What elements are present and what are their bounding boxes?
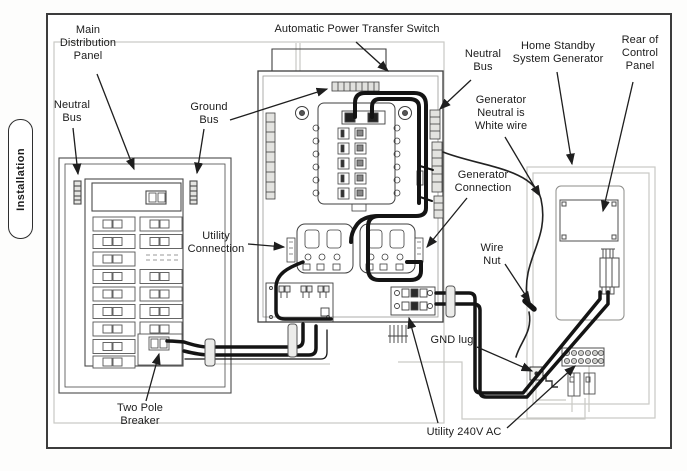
ground-wire-over-top <box>271 48 387 71</box>
generator-breaker <box>599 248 620 295</box>
generator-contactor <box>359 223 424 274</box>
transfer-switch-graphic <box>257 48 444 343</box>
conduit-stub <box>388 325 408 343</box>
switch-left-strip <box>265 112 276 200</box>
ground-symbol <box>545 375 558 388</box>
generator-run-cable-2 <box>434 290 610 399</box>
gnd-lug-arrow <box>476 346 534 372</box>
utility-feed-cable-1 <box>165 322 305 349</box>
callout-arrows <box>72 41 634 429</box>
cable-branch <box>349 214 381 244</box>
switch-neutral-bus-strips <box>416 109 444 219</box>
two-pole-breaker-graphic <box>137 333 183 366</box>
label-rear-of-control-panel: Rear of Control Panel <box>621 34 659 72</box>
utility-contactor <box>286 223 354 274</box>
conduit-couplings <box>204 285 456 367</box>
utility-feed-cable-2 <box>182 324 318 357</box>
installation-side-tab: Installation <box>8 119 33 239</box>
label-neutral-bus-left: Neutral Bus <box>53 99 91 124</box>
main-distribution-panel-arrow <box>96 73 135 171</box>
generator-neutral-arrow <box>504 136 541 198</box>
contactor-bottom-cable <box>274 260 333 321</box>
utility-240v-arrow-generator <box>506 365 576 429</box>
transfer-switch-arrow <box>355 41 389 72</box>
label-generator-neutral-white-wire: Generator Neutral is White wire <box>474 94 528 132</box>
label-utility-240v-ac: Utility 240V AC <box>426 426 502 438</box>
label-neutral-bus-right: Neutral Bus <box>464 48 502 73</box>
load-cable <box>370 97 421 205</box>
label-main-distribution-panel: Main Distribution Panel <box>59 24 117 62</box>
switch-ground-strip <box>331 81 380 92</box>
label-utility-connection: Utility Connection <box>187 230 245 255</box>
installation-side-tab-label: Installation <box>14 147 27 211</box>
wire-nut-arrow <box>504 263 531 304</box>
generator-connection-label-plate <box>414 237 424 263</box>
control-panel-rear <box>559 199 619 242</box>
ground-bus-arrow-switch <box>229 87 329 121</box>
label-wire-nut: Wire Nut <box>480 242 504 267</box>
generator-connection-arrow <box>426 197 468 249</box>
standoff-screws <box>295 106 412 120</box>
panel-neutral-bus-strip <box>73 180 82 205</box>
utility-connection-arrow <box>247 241 286 251</box>
main-breaker <box>145 190 167 205</box>
neutral-bus-left-arrow <box>72 127 82 176</box>
home-standby-generator-arrow <box>556 71 575 166</box>
generator-neutral-white-wire <box>442 151 544 299</box>
neutral-bus-right-arrow <box>439 79 472 110</box>
two-pole-breaker-arrow <box>145 352 161 402</box>
utility-connection-label-plate <box>286 237 296 263</box>
rear-of-control-panel-arrow <box>600 81 634 213</box>
label-automatic-power-transfer-switch: Automatic Power Transfer Switch <box>274 23 440 35</box>
label-home-standby-system-generator: Home Standby System Generator <box>512 40 604 65</box>
utility-terminal-block <box>390 286 436 316</box>
utility-feed-neutral <box>184 329 328 360</box>
label-two-pole-breaker: Two Pole Breaker <box>116 402 164 427</box>
relay-board <box>265 282 334 323</box>
ground-bus-arrow-panel <box>194 128 205 175</box>
label-gnd-lug: GND lug <box>430 334 474 346</box>
label-generator-connection: Generator Connection <box>454 169 512 194</box>
utility-240v-arrow-switch <box>407 316 439 424</box>
power-cables <box>165 91 610 399</box>
generator-graphic <box>529 185 625 397</box>
panel-ground-bus-strip <box>189 180 198 205</box>
label-ground-bus: Ground Bus <box>190 101 228 126</box>
